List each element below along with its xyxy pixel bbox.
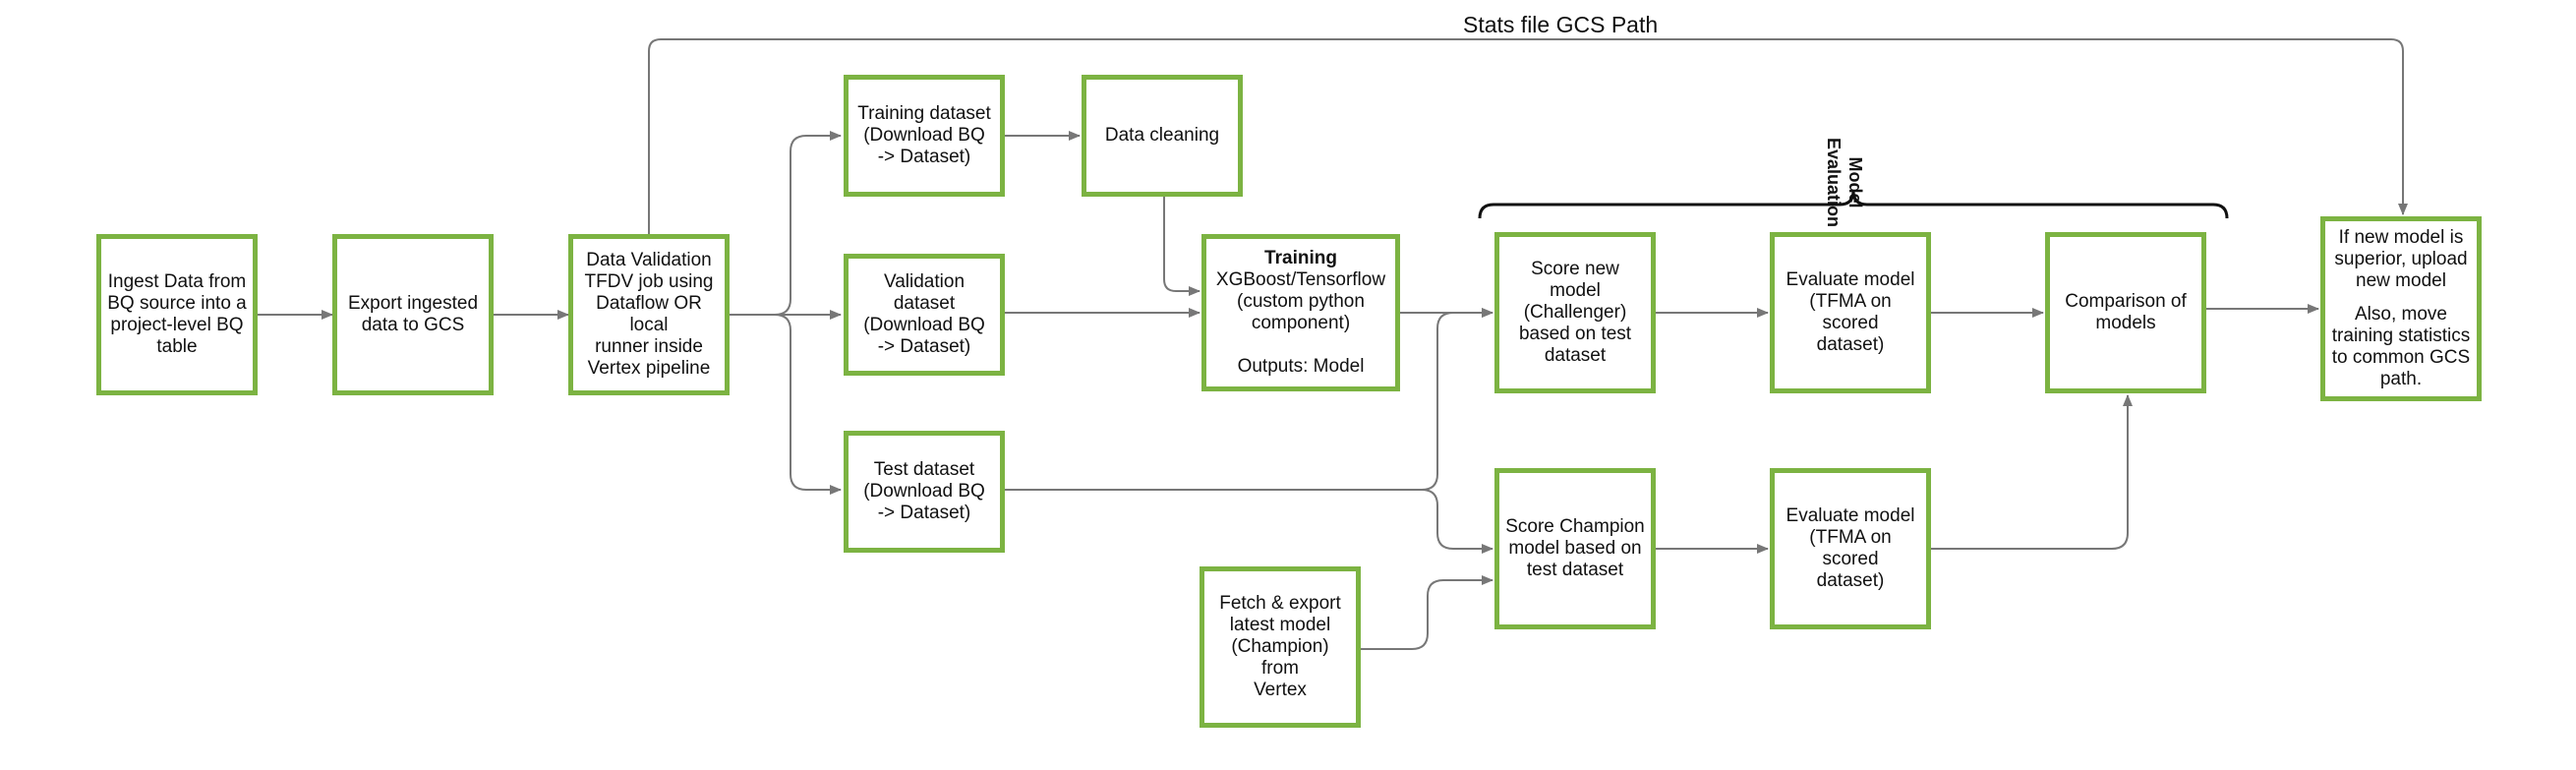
node-data-cleaning-text: Data cleaning — [1104, 125, 1220, 146]
node-training-outputs: Outputs: Model — [1237, 356, 1365, 377]
node-training-dataset-text: Training dataset (Download BQ -> Dataset… — [857, 103, 991, 167]
arrow-fetch-to-score-champion — [1361, 575, 1493, 650]
node-ingest-data-text: Ingest Data from BQ source into a projec… — [107, 271, 247, 357]
node-training-body: XGBoost/Tensorflow (custom python compon… — [1215, 269, 1386, 333]
node-score-challenger-text: Score new model (Challenger) based on te… — [1518, 259, 1632, 366]
node-score-challenger: Score new model (Challenger) based on te… — [1494, 232, 1656, 393]
node-fetch-champion-text: Fetch & export latest model (Champion) f… — [1219, 593, 1341, 700]
node-comparison-text: Comparison of models — [2065, 291, 2187, 333]
arrow-cleaning-to-training — [1163, 195, 1200, 296]
node-fetch-champion: Fetch & export latest model (Champion) f… — [1200, 566, 1361, 728]
node-training-title: Training — [1264, 248, 1337, 268]
node-evaluate-champion: Evaluate model (TFMA on scored dataset) — [1770, 468, 1931, 629]
node-score-champion-text: Score Champion model based on test datas… — [1505, 516, 1645, 580]
arrow-validation-to-training-dataset — [730, 131, 842, 316]
node-comparison: Comparison of models — [2045, 232, 2206, 393]
arrow-test-dataset-to-score-challenger — [1005, 308, 1493, 491]
node-training-dataset: Training dataset (Download BQ -> Dataset… — [844, 75, 1005, 197]
node-test-dataset: Test dataset (Download BQ -> Dataset) — [844, 431, 1005, 553]
node-data-validation-text: Data Validation TFDV job using Dataflow … — [584, 250, 714, 379]
arrow-evaluate-champion-to-comparison — [1931, 394, 2133, 550]
node-export-to-gcs: Export ingested data to GCS — [332, 234, 494, 395]
node-training: Training XGBoost/Tensorflow (custom pyth… — [1201, 234, 1400, 391]
model-evaluation-brace — [1478, 190, 2229, 219]
arrow-test-dataset-to-score-champion — [1421, 489, 1493, 554]
arrow-stats-file-gcs-path — [648, 38, 2408, 234]
node-validation-dataset: Validation dataset (Download BQ -> Datas… — [844, 254, 1005, 376]
node-upload-model-top: If new model is superior, upload new mod… — [2334, 227, 2468, 291]
node-test-dataset-text: Test dataset (Download BQ -> Dataset) — [863, 459, 985, 523]
node-upload-model-bottom: Also, move training statistics to common… — [2331, 304, 2471, 389]
node-score-champion: Score Champion model based on test datas… — [1494, 468, 1656, 629]
node-data-cleaning: Data cleaning — [1082, 75, 1243, 197]
node-validation-dataset-text: Validation dataset (Download BQ -> Datas… — [863, 271, 985, 357]
stats-file-gcs-path-label: Stats file GCS Path — [1463, 12, 1659, 37]
model-evaluation-label: Model Evaluation — [1824, 138, 1865, 228]
node-evaluate-challenger-text: Evaluate model (TFMA on scored dataset) — [1786, 269, 1915, 355]
node-data-validation: Data Validation TFDV job using Dataflow … — [568, 234, 730, 395]
node-upload-model: If new model is superior, upload new mod… — [2320, 216, 2482, 401]
node-export-to-gcs-text: Export ingested data to GCS — [347, 293, 479, 335]
node-evaluate-champion-text: Evaluate model (TFMA on scored dataset) — [1786, 505, 1915, 591]
node-ingest-data: Ingest Data from BQ source into a projec… — [96, 234, 258, 395]
node-evaluate-challenger: Evaluate model (TFMA on scored dataset) — [1770, 232, 1931, 393]
arrow-validation-to-test-dataset — [730, 314, 842, 495]
